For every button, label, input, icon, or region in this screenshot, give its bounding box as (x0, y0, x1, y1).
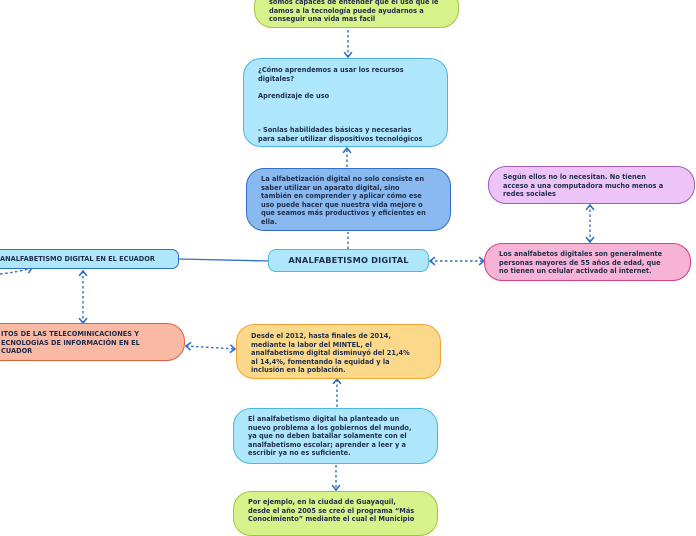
node-alfabetizacion[interactable]: La alfabetización digital no solo consis… (246, 168, 451, 231)
node-ministerio-telecomunicaciones[interactable]: ITOS DE LAS TELECOMINICACIONES Y ECNOLOG… (0, 323, 185, 361)
node-no-necesitan-text: Según ellos no lo necesitan. No tienen a… (503, 173, 664, 199)
node-analfabetos-digitales[interactable]: Los analfabetos digitales son generalmen… (484, 243, 691, 281)
node-analfabetismo-ecuador[interactable]: ANALFABETISMO DIGITAL EN EL ECUADOR (0, 249, 179, 269)
connector-layer (0, 30, 595, 492)
node-analfabetismo-digital[interactable]: ANALFABETISMO DIGITAL (268, 249, 429, 272)
node-analfabetismo-ecuador-text: ANALFABETISMO DIGITAL EN EL ECUADOR (0, 254, 155, 263)
node-no-necesitan[interactable]: Según ellos no lo necesitan. No tienen a… (488, 166, 695, 204)
node-como-aprendemos-text: ¿Cómo aprendemos a usar los recursos dig… (258, 66, 423, 143)
node-analfabetos-digitales-text: Los analfabetos digitales son generalmen… (499, 250, 663, 276)
node-tecnologia-vida[interactable]: somos capaces de entender que el uso que… (254, 0, 459, 28)
node-alfabetizacion-text: La alfabetización digital no solo consis… (261, 175, 426, 226)
node-tecnologia-vida-text: somos capaces de entender que el uso que… (269, 0, 439, 24)
node-nuevo-problema-text: El analfabetismo digital ha planteado un… (248, 415, 412, 458)
node-analfabetismo-digital-text: ANALFABETISMO DIGITAL (288, 255, 409, 266)
node-como-aprendemos[interactable]: ¿Cómo aprendemos a usar los recursos dig… (243, 58, 448, 147)
link-ecuador-offscreen (0, 264, 34, 275)
node-desde-2012[interactable]: Desde el 2012, hasta finales de 2014, me… (236, 324, 441, 379)
node-ministerio-telecomunicaciones-text: ITOS DE LAS TELECOMINICACIONES Y ECNOLOG… (1, 330, 140, 356)
link-central-to-ecuador (178, 258, 269, 262)
node-guayaquil-text: Por ejemplo, en la ciudad de Guayaquil, … (248, 498, 415, 524)
node-guayaquil[interactable]: Por ejemplo, en la ciudad de Guayaquil, … (233, 491, 438, 536)
node-nuevo-problema[interactable]: El analfabetismo digital ha planteado un… (233, 408, 438, 464)
node-desde-2012-text: Desde el 2012, hasta finales de 2014, me… (251, 332, 410, 375)
link-ministerio-to-desde2012 (184, 341, 237, 354)
